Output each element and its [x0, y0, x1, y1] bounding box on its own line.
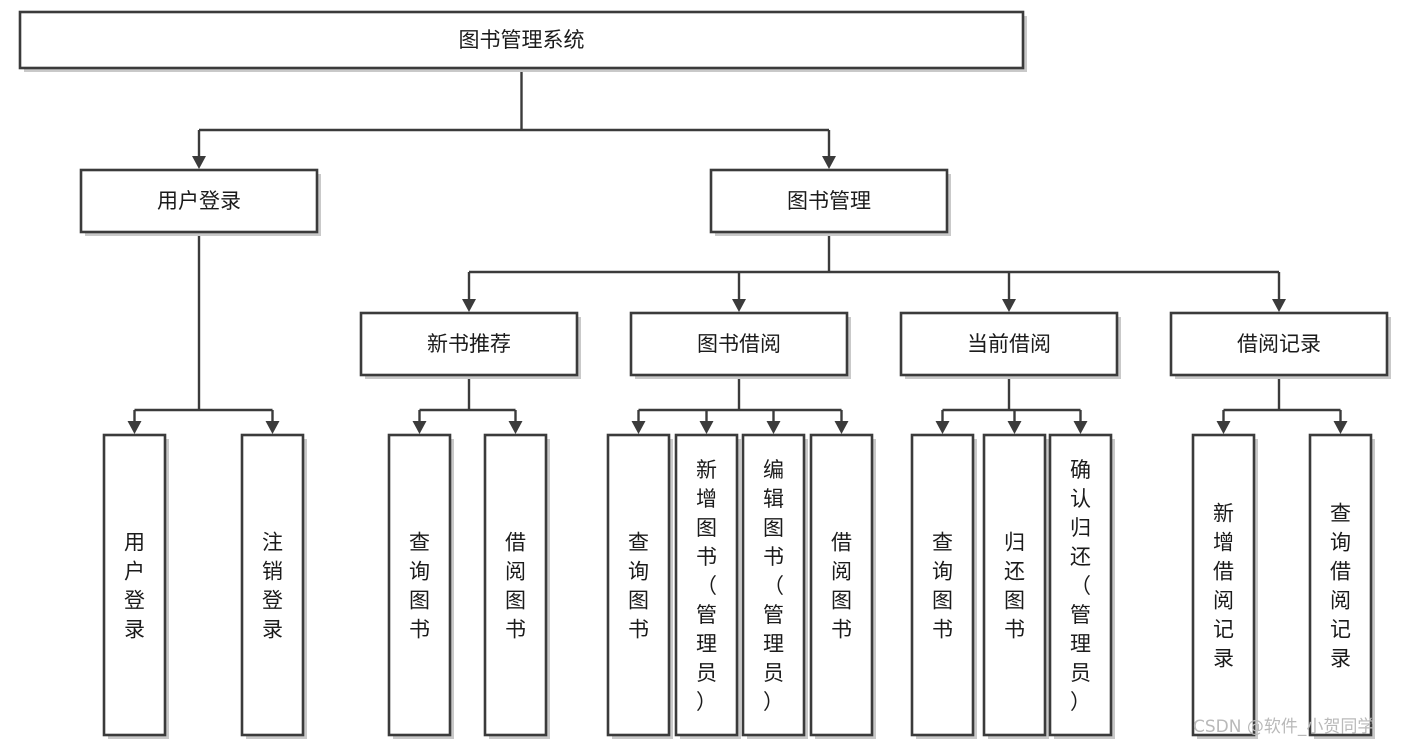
arrow-head-icon — [1007, 421, 1022, 434]
leaf-label: 确认归还（管理员） — [1070, 458, 1091, 714]
node-user-login[interactable]: 用户登录 — [79, 168, 321, 236]
node-label: 图书管理系统 — [459, 28, 585, 52]
node-query-book-3[interactable]: 查询图书 — [910, 433, 977, 739]
node-user-logout[interactable]: 注销登录 — [240, 433, 307, 739]
arrow-head-icon — [127, 421, 142, 434]
leaf-label: 查询图书 — [628, 531, 649, 642]
node-label: 用户登录 — [157, 189, 241, 213]
arrow-head-icon — [1216, 421, 1231, 434]
edges-layer — [127, 68, 1348, 434]
arrow-head-icon — [766, 421, 781, 434]
node-label: 图书借阅 — [697, 332, 781, 356]
watermark-label: CSDN @软件_小贺同学 — [1193, 717, 1375, 737]
node-query-book-1[interactable]: 查询图书 — [387, 433, 454, 739]
arrow-head-icon — [822, 156, 836, 169]
leaf-label: 编辑图书（管理员） — [763, 458, 784, 714]
leaf-label: 借阅图书 — [505, 531, 526, 642]
leaf-label: 查询图书 — [932, 531, 953, 642]
leaf-label: 归还图书 — [1004, 531, 1025, 642]
node-borrow-book-2[interactable]: 借阅图书 — [809, 433, 876, 739]
node-undefined[interactable]: 图书管理系统 — [18, 10, 1027, 72]
node-label: 当前借阅 — [967, 332, 1051, 356]
arrow-head-icon — [462, 299, 476, 312]
node-query-borrow-record[interactable]: 查询借阅记录 — [1308, 433, 1375, 739]
arrow-head-icon — [699, 421, 714, 434]
node-current-borrow[interactable]: 当前借阅 — [899, 311, 1121, 379]
arrow-head-icon — [265, 421, 280, 434]
arrow-head-icon — [1002, 299, 1016, 312]
leaf-label: 查询借阅记录 — [1330, 502, 1351, 671]
arrow-head-icon — [412, 421, 427, 434]
node-edit-book-admin[interactable]: 编辑图书（管理员） — [741, 433, 808, 739]
leaf-label: 注销登录 — [262, 531, 283, 642]
node-label: 新书推荐 — [427, 332, 511, 356]
arrow-head-icon — [631, 421, 646, 434]
leaf-label: 新增图书（管理员） — [696, 458, 717, 714]
arrow-head-icon — [192, 156, 206, 169]
node-book-borrow[interactable]: 图书借阅 — [629, 311, 851, 379]
arrow-head-icon — [508, 421, 523, 434]
arrow-head-icon — [732, 299, 746, 312]
node-label: 借阅记录 — [1237, 332, 1321, 356]
node-borrow-book-1[interactable]: 借阅图书 — [483, 433, 550, 739]
arrow-head-icon — [1073, 421, 1088, 434]
node-query-book-2[interactable]: 查询图书 — [606, 433, 673, 739]
node-confirm-return-admin[interactable]: 确认归还（管理员） — [1048, 433, 1115, 739]
node-return-book[interactable]: 归还图书 — [982, 433, 1049, 739]
arrow-head-icon — [1333, 421, 1348, 434]
node-add-book-admin[interactable]: 新增图书（管理员） — [674, 433, 741, 739]
arrow-head-icon — [834, 421, 849, 434]
node-label: 图书管理 — [787, 189, 871, 213]
leaf-label: 查询图书 — [409, 531, 430, 642]
leaf-label: 新增借阅记录 — [1213, 502, 1234, 671]
node-new-book-recommend[interactable]: 新书推荐 — [359, 311, 581, 379]
node-book-management[interactable]: 图书管理 — [709, 168, 951, 236]
node-add-borrow-record[interactable]: 新增借阅记录 — [1191, 433, 1258, 739]
leaf-label: 用户登录 — [124, 531, 145, 642]
leaf-label: 借阅图书 — [831, 531, 852, 642]
arrow-head-icon — [935, 421, 950, 434]
node-borrow-record[interactable]: 借阅记录 — [1169, 311, 1391, 379]
nodes-layer: 图书管理系统用户登录图书管理用户登录注销登录新书推荐查询图书借阅图书图书借阅查询… — [18, 10, 1391, 739]
arrow-head-icon — [1272, 299, 1286, 312]
node-user-login-do[interactable]: 用户登录 — [102, 433, 169, 739]
